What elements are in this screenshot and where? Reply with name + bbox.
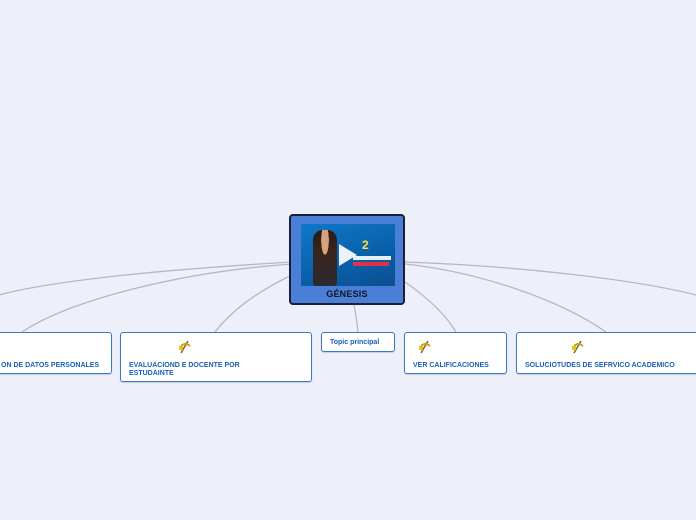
connector-line — [21, 263, 293, 333]
pickaxe-icon — [419, 340, 431, 354]
video-caption-bar-red — [353, 262, 389, 266]
topic-label: SOLUCIOTUDES DE SEFRVICO ACADEMICO — [525, 362, 675, 369]
topic-principal[interactable]: Topic principal — [321, 332, 395, 352]
topic-label: ON DE DATOS PERSONALES — [1, 362, 100, 369]
connector-line — [404, 263, 607, 333]
topic-ver-calificaciones[interactable]: VER CALIFICACIONES — [404, 332, 507, 374]
topic-datos-personales[interactable]: ON DE DATOS PERSONALES — [0, 332, 112, 374]
presenter-figure — [313, 230, 337, 286]
pickaxe-icon — [572, 340, 584, 354]
connector-line — [404, 281, 457, 333]
play-icon[interactable] — [339, 244, 357, 266]
connector-line — [353, 304, 359, 334]
topic-solicitudes-servicio[interactable]: SOLUCIOTUDES DE SEFRVICO ACADEMICO — [516, 332, 696, 374]
central-topic-label: GÉNESIS — [326, 289, 368, 299]
topic-label: EVALUACIOND E DOCENTE POR ESTUDAINTE — [129, 362, 240, 377]
video-thumbnail[interactable]: 2 — [301, 224, 395, 286]
connector-line — [0, 261, 293, 296]
topic-label: Topic principal — [330, 339, 380, 346]
connector-line — [404, 261, 696, 296]
central-topic[interactable]: 2 GÉNESIS — [289, 214, 405, 305]
pickaxe-icon — [179, 340, 191, 354]
topic-label: VER CALIFICACIONES — [413, 362, 489, 369]
topic-evaluacion-docente[interactable]: EVALUACIOND E DOCENTE POR ESTUDAINTE — [120, 332, 312, 382]
video-badge-number: 2 — [362, 238, 369, 252]
video-caption-bar — [353, 256, 391, 260]
connector-line — [214, 273, 295, 333]
